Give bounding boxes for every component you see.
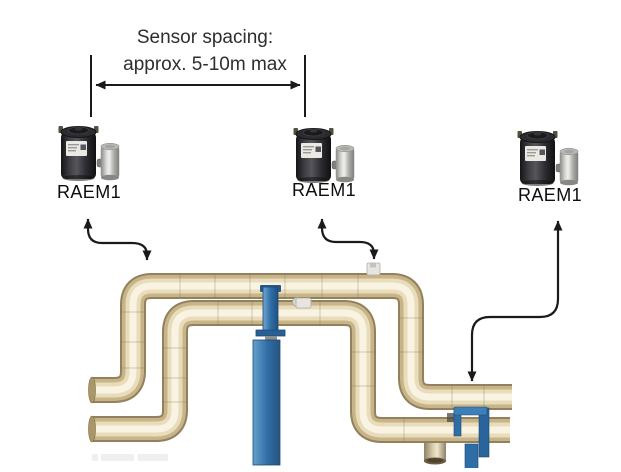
raem1-sensor-image-3 [517, 131, 579, 186]
sensor2-pointer-arrow-icon [317, 218, 379, 260]
sensor-spacing-line1: Sensor spacing: [136, 27, 274, 48]
pipe-seam-lines [121, 274, 485, 442]
raem1-sensor-image-1 [58, 126, 120, 181]
pipe-run-inner [92, 300, 510, 443]
sensor-3-label: RAEM1 [517, 185, 582, 205]
pipeline-photo [88, 262, 512, 468]
acoustic-sensor-icon [293, 128, 355, 183]
pipe-end-caps [88, 376, 96, 443]
pipe-clamp [447, 406, 490, 468]
photo-watermark [92, 454, 168, 461]
pipe-top-fitting [366, 262, 381, 276]
sensor-1-label: RAEM1 [56, 182, 121, 202]
pipe-valve-fitting [292, 297, 312, 309]
sensor-2-label: RAEM1 [291, 180, 356, 200]
sensor-spacing-line2: approx. 5-10m max [123, 54, 287, 75]
acoustic-sensor-icon [517, 131, 579, 186]
raem1-sensor-image-2 [293, 128, 355, 183]
pipe-support-post [252, 285, 286, 466]
sensor-spacing-note: Sensor spacing: approx. 5-10m max [79, 24, 331, 78]
acoustic-sensor-icon [58, 126, 120, 181]
sensor1-pointer-arrow-icon [83, 218, 152, 261]
